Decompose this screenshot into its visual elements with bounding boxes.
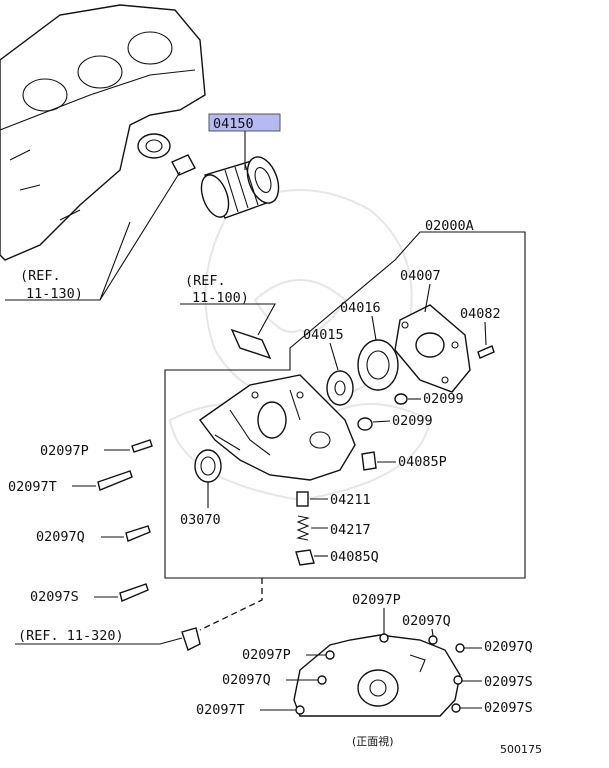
label-02097P-top: 02097P [352, 592, 401, 608]
label-02097Q-left: 02097Q [36, 529, 85, 545]
label-04007: 04007 [400, 268, 441, 284]
engine-block [0, 4, 206, 261]
ref-11-100-line1: (REF. [185, 273, 226, 289]
cover-screw [477, 345, 495, 359]
label-02097S-right2: 02097S [484, 700, 533, 716]
label-04015: 04015 [303, 327, 344, 343]
relief-plug-p [361, 451, 377, 471]
label-02097Q-side: 02097Q [222, 672, 271, 688]
label-04016: 04016 [340, 300, 381, 316]
label-04211: 04211 [330, 492, 371, 508]
bolt-02097Q-left [125, 525, 151, 542]
o-ring-a [394, 393, 408, 405]
relief-plug-q [295, 549, 315, 566]
label-04085Q: 04085Q [330, 549, 379, 565]
label-02097T-side: 02097T [196, 702, 245, 718]
pump-cover [394, 304, 471, 393]
label-02097S-right1: 02097S [484, 674, 533, 690]
pump-front-view [293, 633, 465, 717]
relief-plunger [296, 491, 309, 507]
diagram-number: 500175 [500, 743, 542, 756]
label-02099-b: 02099 [392, 413, 433, 429]
bolt-02097P-left [131, 439, 153, 453]
front-view-caption: (正面視) [352, 734, 394, 748]
bolt-02097S-left [119, 583, 149, 602]
label-02097Q-top: 02097Q [402, 613, 451, 629]
label-02000A: 02000A [425, 218, 474, 234]
oil-filter [200, 156, 280, 219]
oil-pipe [230, 328, 272, 360]
ref-11-320: (REF. 11-320) [18, 628, 124, 644]
ref-11-100-line2: 11-100) [192, 290, 249, 306]
oil-strainer [181, 627, 201, 651]
label-04085P: 04085P [398, 454, 447, 470]
relief-spring [296, 515, 310, 541]
label-02097T-left: 02097T [8, 479, 57, 495]
label-03070: 03070 [180, 512, 221, 528]
o-ring-b [357, 417, 373, 431]
label-02097P-left: 02097P [40, 443, 89, 459]
oil-seal [194, 449, 222, 483]
label-04150: 04150 [213, 116, 254, 132]
oil-pump-body [199, 374, 356, 481]
ref-11-130-line2: 11-130) [26, 286, 83, 302]
inner-rotor [326, 370, 354, 406]
label-04217: 04217 [330, 522, 371, 538]
ref-11-130-line1: (REF. [20, 268, 61, 284]
label-02099-a: 02099 [423, 391, 464, 407]
bolt-02097T-left [97, 470, 133, 491]
outer-rotor [357, 339, 399, 391]
label-02097P-side: 02097P [242, 647, 291, 663]
label-02097Q-right: 02097Q [484, 639, 533, 655]
label-04082: 04082 [460, 306, 501, 322]
assembly-frame [164, 231, 526, 579]
label-02097S-left: 02097S [30, 589, 79, 605]
